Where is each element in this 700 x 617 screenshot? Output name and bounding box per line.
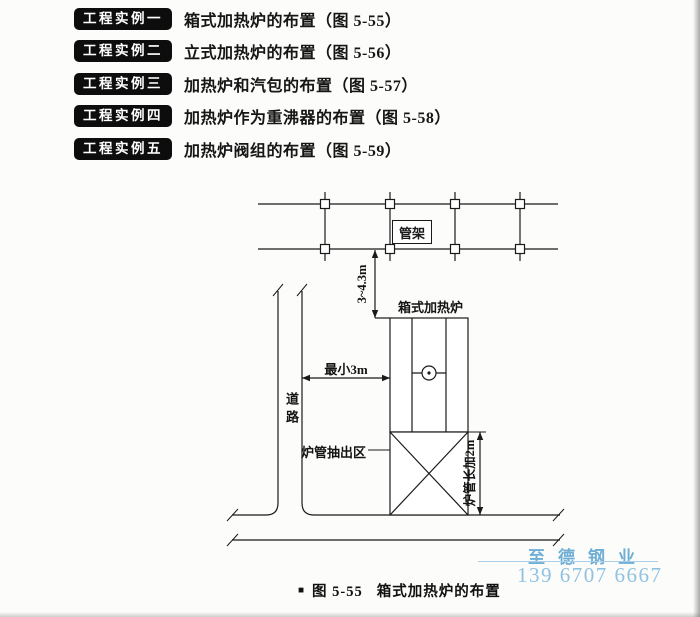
rack-column-marker [449,243,461,255]
example-badge-1: 工程实例一 [74,7,172,31]
heater-inner-walls [411,318,447,432]
example-row-2: 工程实例二 立式加热炉的布置（图 5-56） [74,39,401,63]
arrowhead-up [476,432,484,440]
tube-pullout-area-outline [368,431,469,516]
caption-figure-number: 图 5-55 [312,584,363,600]
example-text-2: 立式加热炉的布置（图 5-56） [184,45,402,62]
rack-column-marker [514,198,526,210]
road-label: 道路 [284,392,299,428]
road-break-marks-top [272,283,308,297]
dim-extensions [468,431,486,516]
road-break-marks-left [226,508,239,547]
road-lines [226,283,565,547]
pullout-cross [389,431,469,516]
tube-pullout-label: 炉管抽出区 [301,445,367,460]
road-right-line [301,291,560,516]
example-row-3: 工程实例三 加热炉和汽包的布置（图 5-57） [74,72,418,96]
box-heater-outline [389,317,469,433]
dim-tube-length [468,431,486,516]
example-badge-5: 工程实例五 [74,137,172,161]
example-text-5: 加热炉阀组的布置（图 5-59） [184,143,402,160]
watermark-phone: 139 6707 6667 [517,563,663,587]
arrowhead-down [371,310,379,318]
example-text-3: 加热炉和汽包的布置（图 5-57） [184,78,418,95]
example-badge-3: 工程实例三 [74,72,172,96]
caption-title: 箱式加热炉的布置 [376,584,501,600]
example-badge-4: 工程实例四 [74,104,172,128]
arrowhead-up [371,250,379,258]
road-left-line [232,291,279,516]
arrowhead-right [382,374,390,382]
watermark-company: 至德钢业 [528,548,648,567]
example-text-1: 箱式加热炉的布置（图 5-55） [184,13,402,30]
example-badge-2: 工程实例二 [74,39,172,63]
dim-label-tube-length: 炉管长加2m [463,439,477,507]
scan-edge-right [693,0,700,617]
dim-rack-to-heater [371,250,390,319]
example-row-5: 工程实例五 加热炉阀组的布置（图 5-59） [74,137,401,161]
rack-column-marker [384,243,396,255]
arrowhead-left [302,374,310,382]
rack-column-marker [319,198,331,210]
arrowhead-down [476,507,484,515]
example-row-4: 工程实例四 加热炉作为重沸器的布置（图 5-58） [74,104,451,128]
road-break-marks-right [552,508,565,547]
figure-caption: ■ 图 5-55 箱式加热炉的布置 [298,580,501,601]
dim-min-clearance [302,374,390,382]
rack-column-marker [319,243,331,255]
pipe-rack-label: 管架 [392,220,432,244]
pipe-rack [258,192,558,261]
example-row-1: 工程实例一 箱式加热炉的布置（图 5-55） [74,7,401,31]
example-text-4: 加热炉作为重沸器的布置（图 5-58） [184,110,451,127]
dim-label-rack-to-heater: 3~4.3m [355,264,369,304]
rack-column-marker [384,198,396,210]
watermark-divider-line [478,561,658,562]
rack-column-marker [514,243,526,255]
rack-column-marker [449,198,461,210]
scan-edge-bottom [0,612,700,617]
dim-label-min-clearance: 最小3m [324,362,368,377]
box-heater-label: 箱式加热炉 [398,300,464,315]
burner-center-dot [427,371,431,375]
caption-square-marker: ■ [298,585,305,596]
